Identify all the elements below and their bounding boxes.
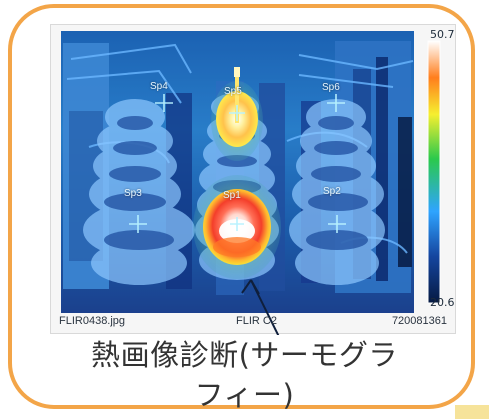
caption-line-2: フィー) bbox=[194, 378, 295, 412]
spot-label-sp4: Sp4 bbox=[150, 81, 168, 92]
thermal-scene bbox=[61, 31, 441, 335]
spot-label-sp1: Sp1 bbox=[223, 190, 241, 201]
camera-model: FLIR C2 bbox=[236, 315, 277, 327]
spot-label-sp2: Sp2 bbox=[323, 186, 341, 197]
caption-line-1: 熱画像診断(サーモグラ bbox=[91, 338, 398, 372]
thermal-scale-min: 20.6 bbox=[430, 296, 455, 309]
image-filename: FLIR0438.jpg bbox=[59, 315, 126, 327]
spot-label-sp3: Sp3 bbox=[124, 188, 142, 199]
thermal-scale-max: 50.7 bbox=[430, 28, 455, 41]
spot-label-sp6: Sp6 bbox=[322, 82, 340, 93]
image-serial: 720081361 bbox=[391, 315, 447, 327]
spot-label-sp5: Sp5 bbox=[224, 86, 242, 97]
thermal-image-panel: 50.7 20.6 Sp4 Sp5 Sp6 Sp3 Sp1 Sp2 FLIR04… bbox=[50, 24, 456, 335]
corner-accent-strip bbox=[455, 405, 489, 419]
